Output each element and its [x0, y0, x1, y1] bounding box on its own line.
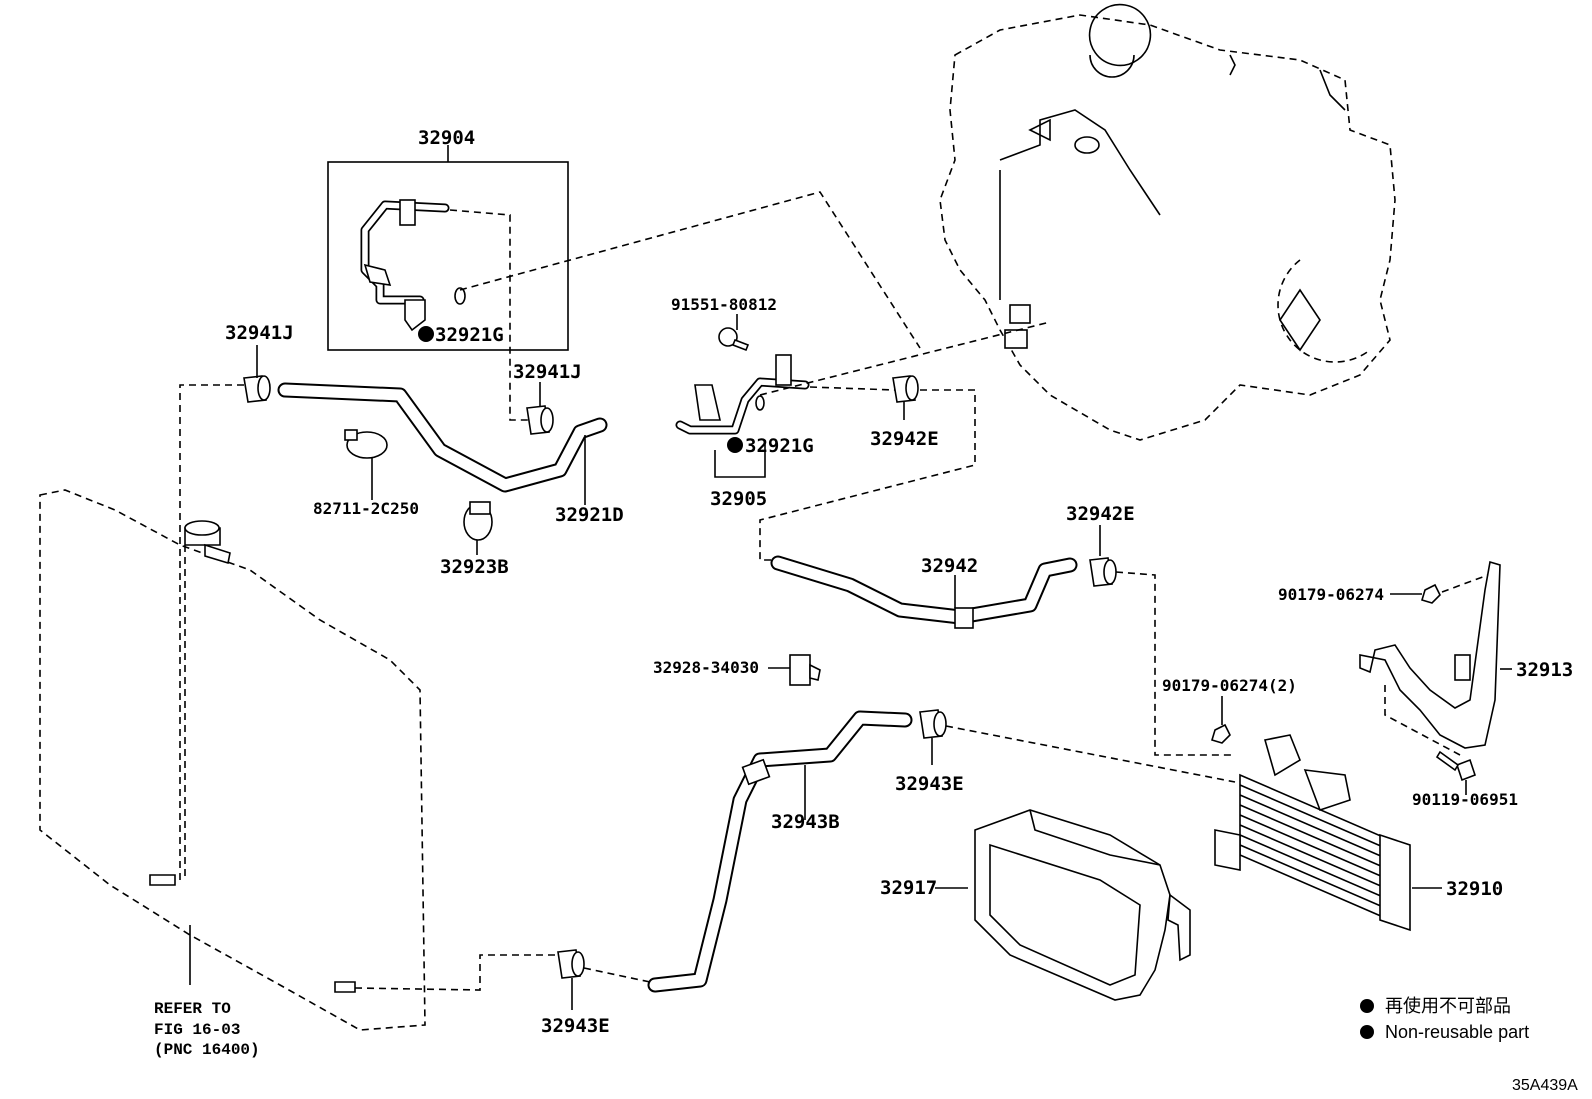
clip-32928 — [789, 654, 821, 686]
label-90179-b: 90179-06274(2) — [1162, 676, 1297, 695]
legend: 再使用不可部品 Non-reusable part — [1360, 996, 1529, 1042]
legend-en: Non-reusable part — [1385, 1022, 1529, 1042]
clamp-32923b — [463, 501, 493, 541]
bolt-91551 — [718, 327, 750, 352]
label-32921g-a: 32921G — [435, 324, 504, 346]
label-32942e-a: 32942E — [870, 428, 939, 450]
non-reusable-dot — [727, 437, 743, 453]
legend-jp: 再使用不可部品 — [1385, 996, 1511, 1016]
label-32910: 32910 — [1446, 878, 1503, 900]
legend-dot-en — [1360, 1025, 1374, 1039]
label-90179-a: 90179-06274 — [1278, 585, 1384, 604]
nut-90179-bottom — [1211, 723, 1231, 744]
refer-line3: (PNC 16400) — [154, 1041, 260, 1059]
label-32905: 32905 — [710, 488, 767, 510]
label-32921g-b: 32921G — [745, 435, 814, 457]
clamp-32943e-mid — [919, 709, 947, 739]
pipe-32905 — [675, 354, 810, 435]
hose-32921d — [277, 382, 608, 493]
label-32943b: 32943B — [771, 811, 840, 833]
label-32921d: 32921D — [555, 504, 624, 526]
label-91551: 91551-80812 — [671, 295, 777, 314]
label-32913: 32913 — [1516, 659, 1573, 681]
label-32941j-a: 32941J — [225, 322, 294, 344]
label-32942: 32942 — [921, 555, 978, 577]
label-32917: 32917 — [880, 877, 937, 899]
clamp-32941j-left — [243, 375, 271, 403]
radiator-outline — [39, 384, 555, 1031]
oil-cooler-32910 — [1214, 734, 1411, 932]
label-32904: 32904 — [418, 127, 475, 149]
clamp-32941j-right — [526, 405, 554, 435]
label-32943e-b: 32943E — [541, 1015, 610, 1037]
bolt-90119 — [1435, 750, 1477, 782]
label-90119: 90119-06951 — [1412, 790, 1518, 809]
legend-dot-jp — [1360, 999, 1374, 1013]
transaxle-assembly — [939, 3, 1396, 441]
clamp-32942e-top — [892, 375, 919, 403]
non-reusable-dot — [418, 326, 434, 342]
clamp-32942e-mid — [1089, 557, 1117, 587]
callouts: 32904 32921G 32941J 32941J 82711-2C250 3… — [225, 127, 1573, 1037]
bracket-32913 — [1359, 560, 1501, 749]
label-82711: 82711-2C250 — [313, 499, 419, 518]
hose-32943b — [647, 710, 913, 993]
label-32941j-b: 32941J — [513, 361, 582, 383]
nut-90179-top — [1421, 583, 1441, 604]
pipe-32904 — [360, 199, 450, 332]
label-32943e-a: 32943E — [895, 773, 964, 795]
label-32923b: 32923B — [440, 556, 509, 578]
clamp-32943e-bottom — [557, 949, 585, 979]
clamp-82711 — [344, 429, 388, 459]
refer-line1: REFER TO — [154, 1000, 231, 1018]
hose-32942 — [770, 555, 1078, 629]
label-32942e-b: 32942E — [1066, 503, 1135, 525]
diagram-code: 35A439A — [1512, 1077, 1578, 1094]
refer-line2: FIG 16-03 — [154, 1021, 240, 1039]
label-32928: 32928-34030 — [653, 658, 759, 677]
refer-note: REFER TO FIG 16-03 (PNC 16400) — [154, 1000, 260, 1059]
air-duct-32917 — [974, 809, 1191, 1001]
